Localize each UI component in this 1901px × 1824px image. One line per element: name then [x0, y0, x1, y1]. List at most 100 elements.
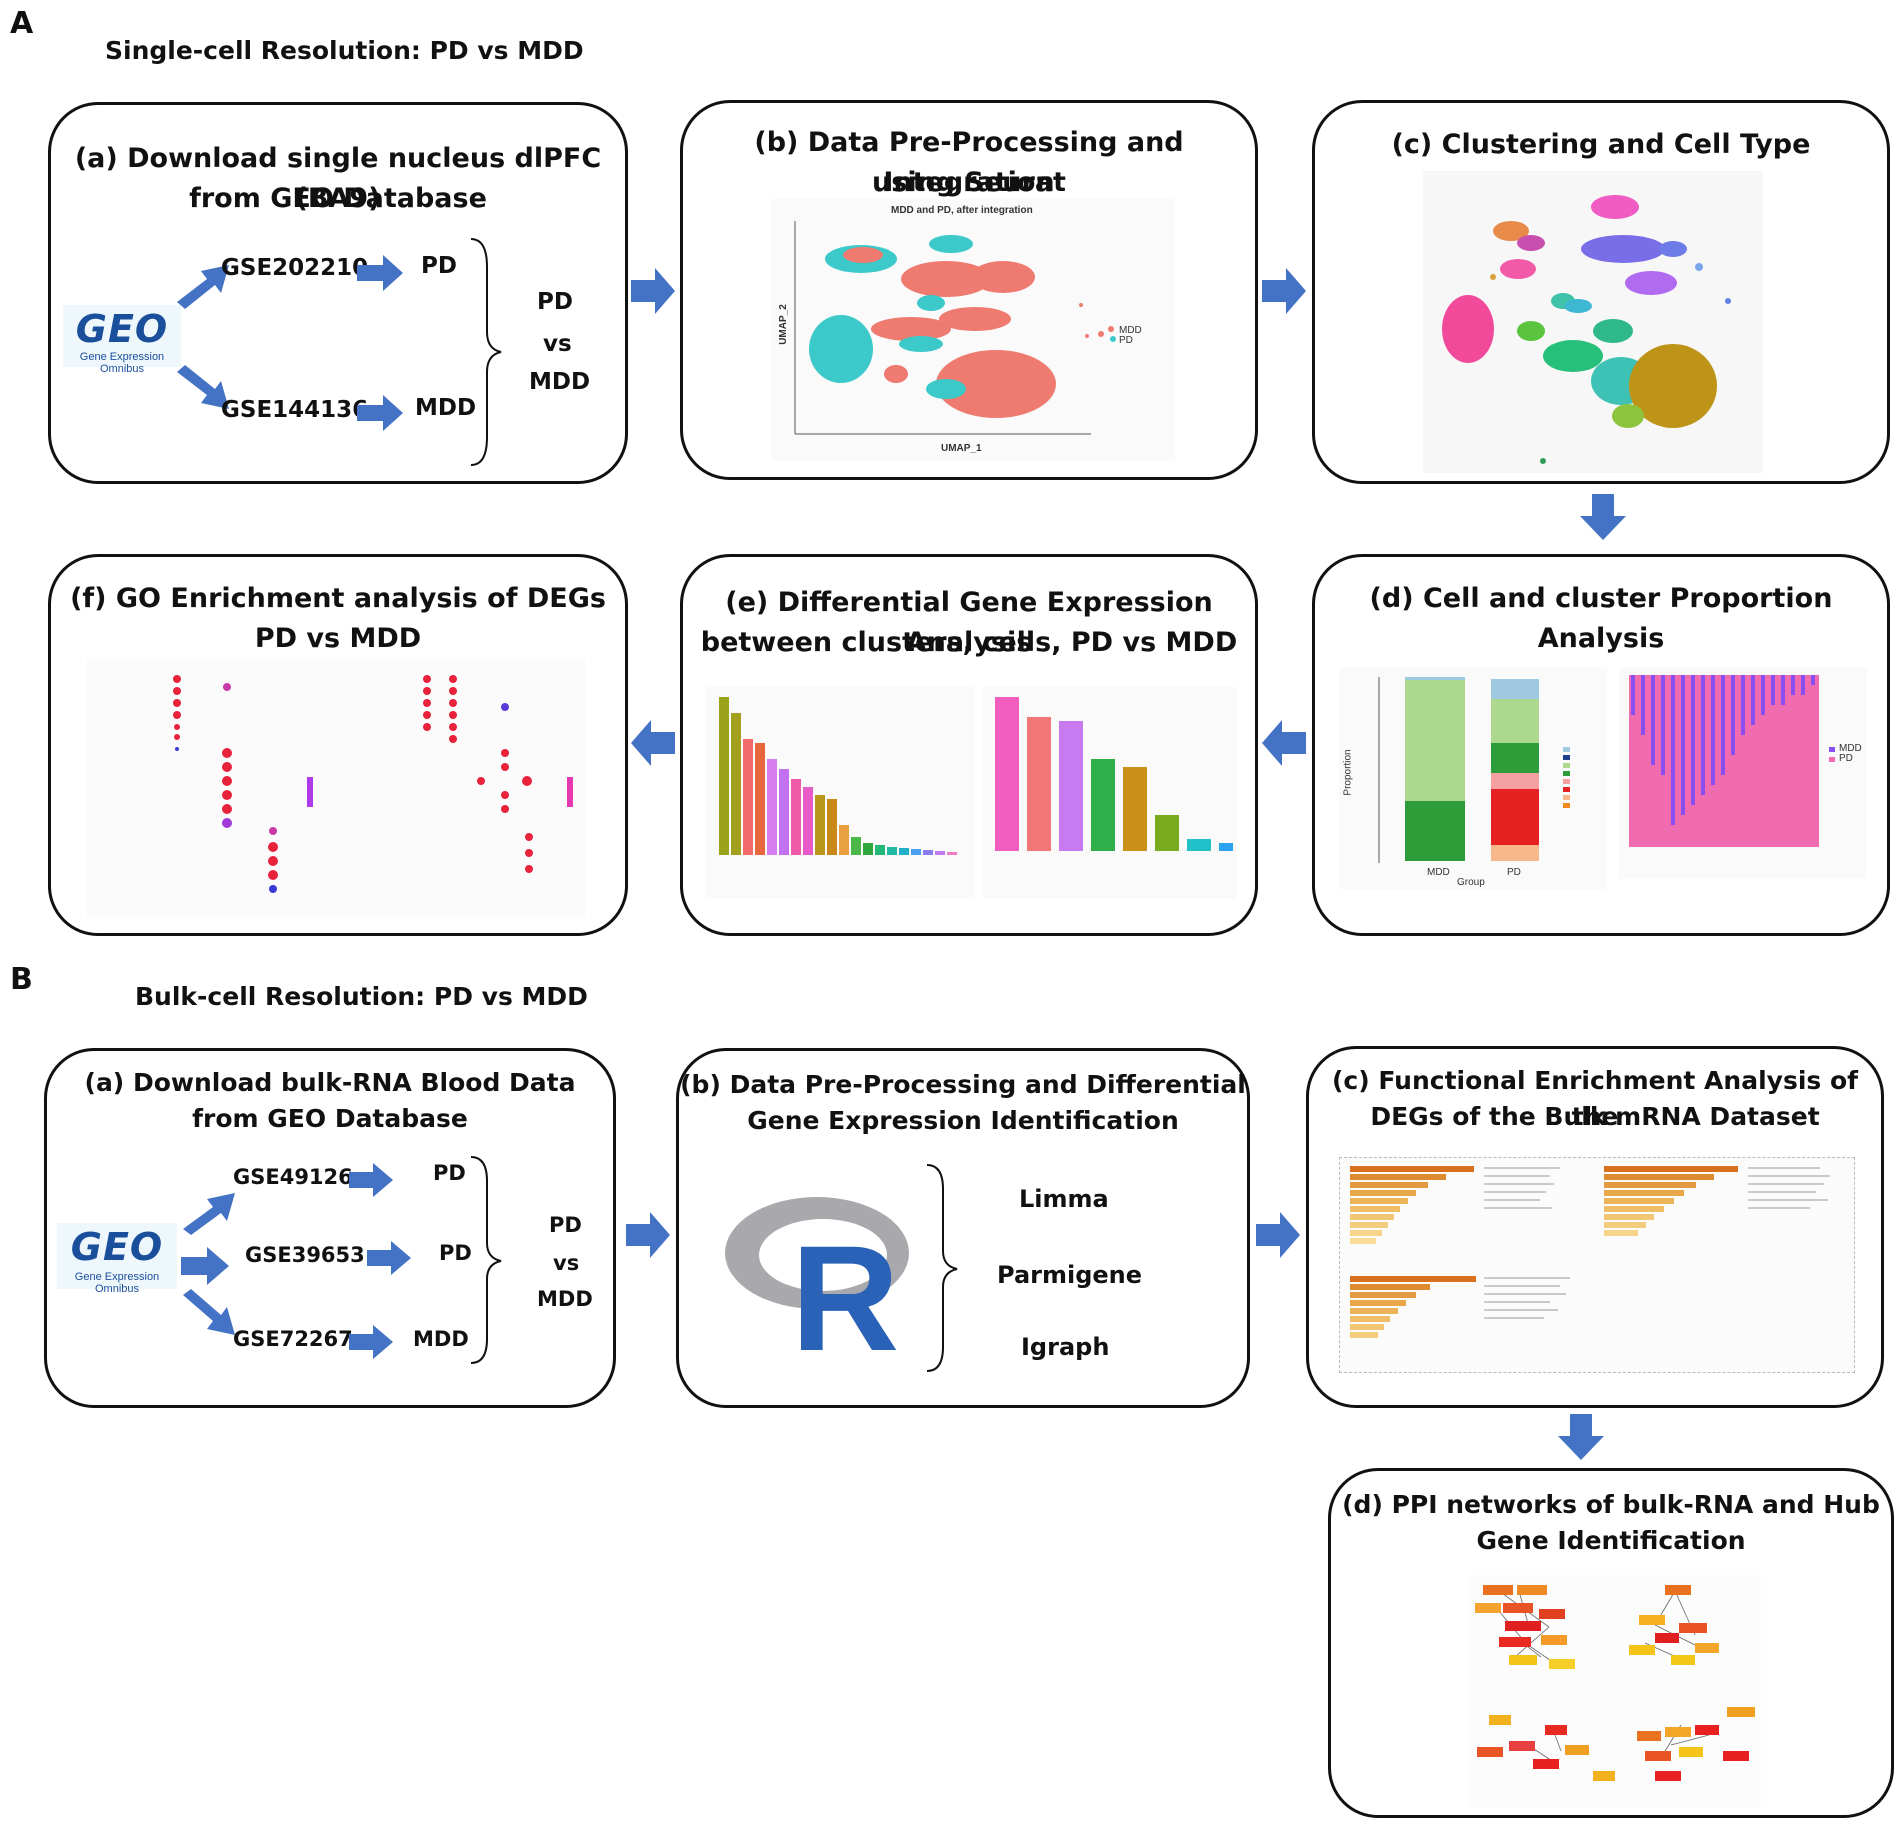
geo-logo-sub: Gene Expression Omnibus: [79, 351, 165, 375]
b-dataset-1-target: PD: [433, 1161, 466, 1185]
b-comparison-mdd: MDD: [537, 1287, 593, 1311]
geo-logo-text: GEO: [75, 307, 169, 351]
box-d-proportion: (d) Cell and cluster Proportion Analysis…: [1312, 554, 1890, 936]
go-dots: [173, 675, 573, 893]
comparison-pd: PD: [537, 289, 573, 315]
ppi-networks: [1469, 1575, 1761, 1807]
geo-logo: GEO Gene Expression Omnibus: [63, 305, 181, 375]
umap-xlabel: UMAP_1: [941, 443, 982, 454]
box-ba-title-1: (a) Download bulk-RNA Blood Data: [84, 1068, 576, 1097]
b-dataset-3-target: MDD: [413, 1327, 469, 1351]
dge-bars-1: [719, 697, 957, 855]
flow-arrow-a-b: [631, 268, 675, 314]
proportion-group-mdd: MDD: [1427, 867, 1450, 878]
box-b-title-2: using Seurat: [872, 167, 1066, 198]
box-b-c-enrichment: (c) Functional Enrichment Analysis of th…: [1306, 1046, 1884, 1408]
box-e-title-2: between clusters, cells, PD vs MDD: [700, 627, 1238, 658]
b-dataset-2-target: PD: [439, 1241, 472, 1265]
umap-ylabel: UMAP_2: [777, 304, 789, 345]
flow-arrow-b-c: [1262, 268, 1306, 314]
panel-b-letter: B: [10, 962, 33, 997]
cluster-proportion-bars: MDD PD: [1619, 667, 1867, 879]
b-comparison-vs: vs: [553, 1251, 580, 1275]
umap-integration-plot: MDD and PD, after integration MDD PD U: [771, 199, 1175, 461]
box-b-title-1: (b) Data Pre-Processing and Integration: [754, 127, 1184, 198]
geo-branch-arrows: [177, 265, 229, 409]
box-a-download: (a) Download single nucleus dlPFC (BA9) …: [48, 102, 628, 484]
box-a-title-2: from GEO Database: [189, 183, 487, 214]
cluster-legend-pd: PD: [1839, 753, 1853, 764]
r-logo: [725, 1197, 909, 1309]
enrichment-bar-charts: [1339, 1157, 1855, 1373]
comparison-vs: vs: [543, 331, 572, 357]
box-f-go: (f) GO Enrichment analysis of DEGs PD vs…: [48, 554, 628, 936]
flow-arrow-c-d: [1580, 494, 1626, 540]
geo-logo-b-sub: Gene Expression Omnibus: [74, 1271, 160, 1295]
dge-bar-chart-2: [983, 687, 1237, 899]
box-c-clustering: (c) Clustering and Cell Type Annotation: [1312, 100, 1890, 484]
box-a-title-1: (a) Download single nucleus dlPFC (BA9): [74, 143, 602, 214]
go-dotplot: [87, 657, 585, 919]
box-b-preprocessing: (b) Data Pre-Processing and Integration …: [680, 100, 1258, 480]
r-logo-letter: R: [791, 1214, 900, 1382]
box-bb-title-2: Gene Expression Identification: [747, 1106, 1179, 1135]
dataset-2-target: MDD: [415, 395, 477, 421]
umap-scatter: [794, 221, 1116, 435]
umap-legend-mdd: MDD: [1119, 325, 1142, 336]
brace: [470, 238, 502, 466]
geo-logo-b-text: GEO: [70, 1225, 164, 1269]
box-b-a-download: (a) Download bulk-RNA Blood Data from GE…: [44, 1048, 616, 1408]
box-bd-title-1: (d) PPI networks of bulk-RNA and Hub: [1342, 1490, 1880, 1519]
umap-legend-pd: PD: [1119, 335, 1133, 346]
proportion-bars: [1378, 677, 1570, 863]
comparison-mdd: MDD: [529, 369, 591, 395]
box-f-title-1: (f) GO Enrichment analysis of DEGs: [70, 583, 606, 614]
flow-arrow-e-f: [631, 720, 675, 766]
box-bc-title-1: (c) Functional Enrichment Analysis of th…: [1331, 1066, 1859, 1131]
b-comparison-pd: PD: [549, 1213, 582, 1237]
proportion-ylabel: Proportion: [1342, 749, 1354, 796]
flow-arrow-d-e: [1262, 720, 1306, 766]
dataset-2-label: GSE144136: [221, 397, 369, 423]
panel-b-title: Bulk-cell Resolution: PD vs MDD: [135, 982, 588, 1011]
box-bd-title-2: Gene Identification: [1476, 1526, 1746, 1555]
geo-logo-b: GEO Gene Expression Omnibus: [57, 1223, 177, 1295]
cluster-scatter: [1442, 195, 1731, 464]
proportion-xlabel: Group: [1457, 877, 1485, 888]
box-bc-title-2: DEGs of the Bulk mRNA Dataset: [1370, 1102, 1820, 1131]
box-b-b-preprocessing: (b) Data Pre-Processing and Differential…: [676, 1048, 1250, 1408]
tool-igraph: Igraph: [1021, 1333, 1110, 1361]
b-dataset-2-arrow: [367, 1241, 411, 1275]
b-dataset-3-label: GSE72267: [233, 1327, 353, 1351]
box-f-title-2: PD vs MDD: [254, 623, 422, 654]
cluster-umap-plot: [1423, 171, 1763, 473]
box-e-title-1: (e) Differential Gene Expression Analysi…: [725, 587, 1213, 658]
tools-brace: [926, 1164, 958, 1372]
enrichment-bars: [1350, 1166, 1830, 1338]
dataset-1-arrow: [357, 255, 403, 291]
box-b-d-ppi: (d) PPI networks of bulk-RNA and Hub Gen…: [1328, 1468, 1894, 1818]
proportion-group-pd: PD: [1507, 867, 1521, 878]
flow-arrow-bc-bd: [1558, 1414, 1604, 1460]
b-dataset-1-arrow: [349, 1163, 393, 1197]
b-brace: [470, 1156, 502, 1364]
b-dataset-1-label: GSE49126: [233, 1165, 353, 1189]
flow-arrow-bb-bc: [1256, 1212, 1300, 1258]
dataset-2-arrow: [357, 395, 403, 431]
b-dataset-2-label: GSE39653: [245, 1243, 365, 1267]
dataset-1-target: PD: [421, 253, 457, 279]
box-d-title: (d) Cell and cluster Proportion Analysis: [1369, 583, 1833, 654]
proportion-stacked-bar: Proportion MDD PD Group: [1339, 667, 1607, 889]
box-e-dge: (e) Differential Gene Expression Analysi…: [680, 554, 1258, 936]
ppi-graph: [1475, 1585, 1755, 1781]
tool-parmigene: Parmigene: [997, 1261, 1143, 1289]
dge-bars-2: [995, 697, 1233, 851]
cluster-legend-mdd: MDD: [1839, 743, 1862, 754]
box-ba-title-2: from GEO Database: [192, 1104, 468, 1133]
dge-bar-chart-1: [705, 687, 975, 899]
b-dataset-3-arrow: [349, 1325, 393, 1359]
dataset-1-label: GSE202210: [221, 255, 369, 281]
tool-limma: Limma: [1019, 1185, 1109, 1213]
box-bb-title-1: (b) Data Pre-Processing and Differential: [680, 1070, 1246, 1099]
umap-plot-title: MDD and PD, after integration: [891, 205, 1033, 216]
